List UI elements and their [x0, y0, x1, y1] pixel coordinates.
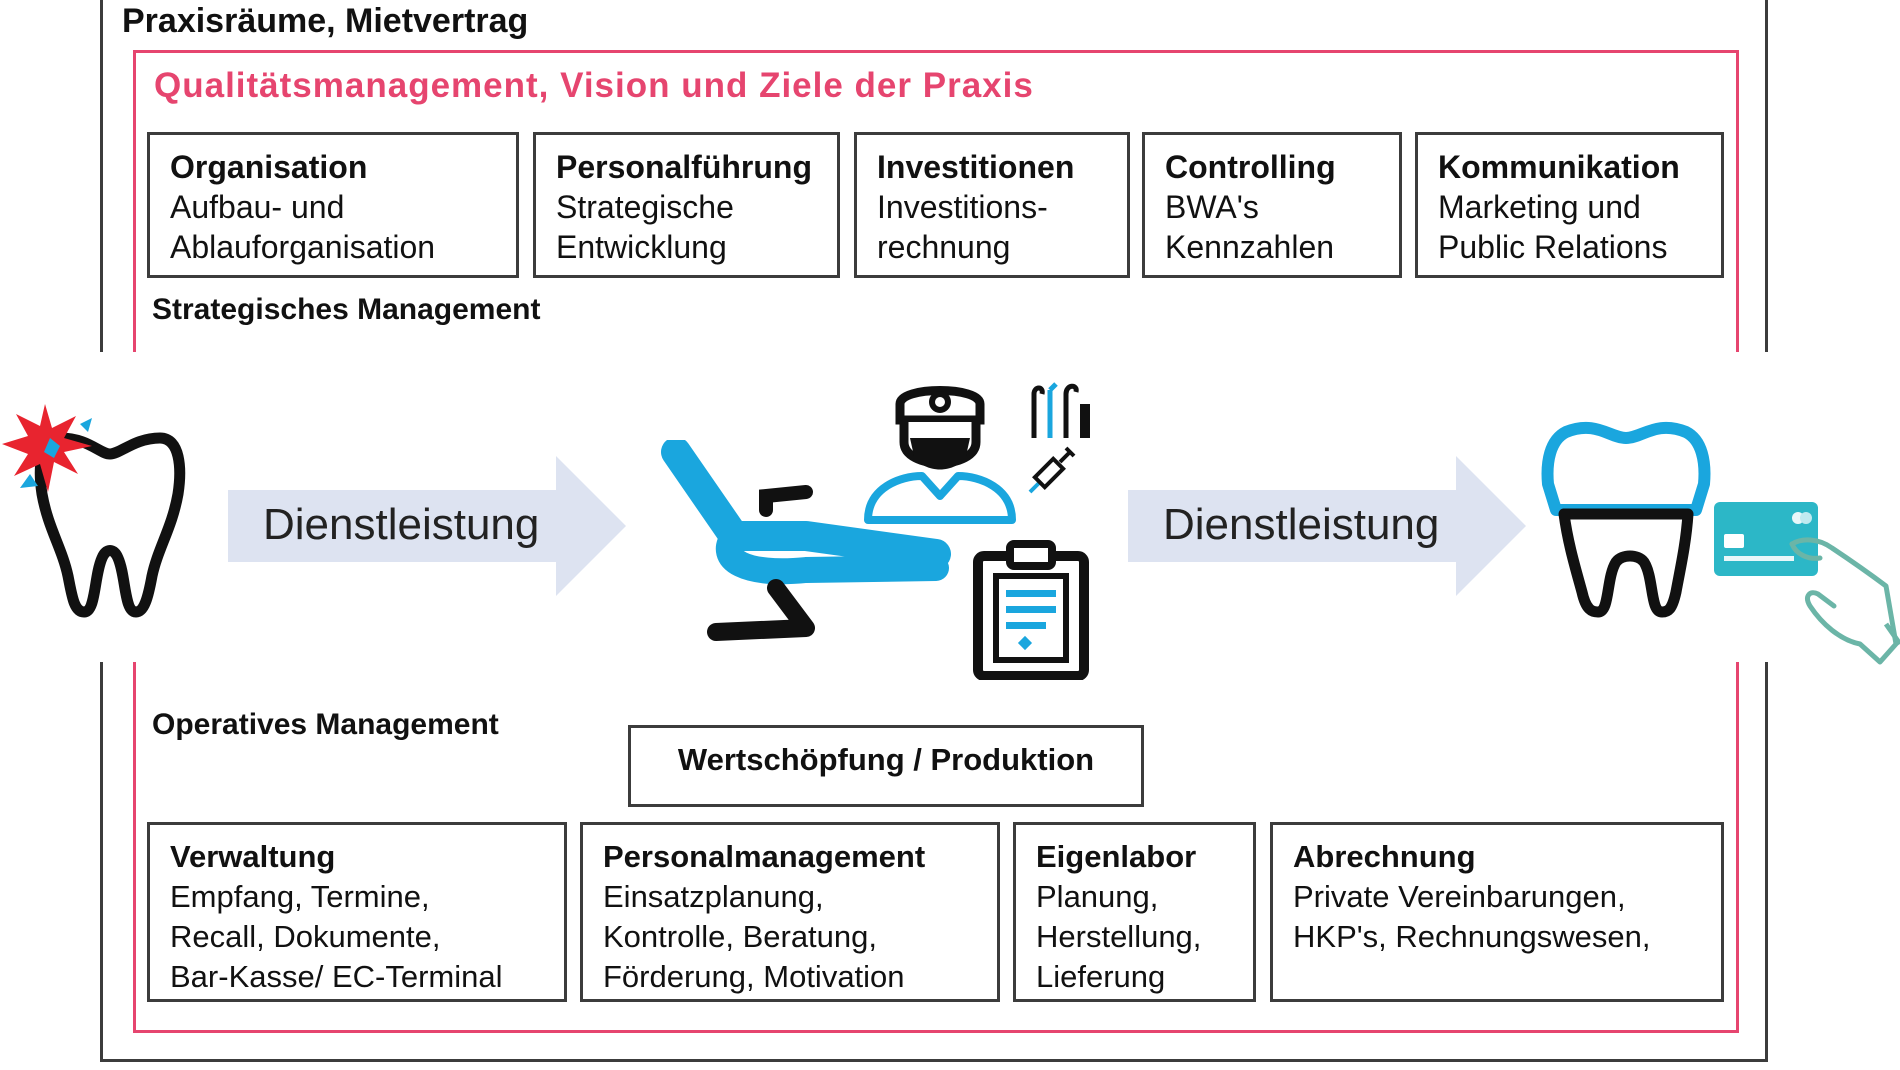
service-arrow-right-label: Dienstleistung [1163, 500, 1440, 549]
box-head: Verwaltung [170, 839, 336, 874]
strategic-box-controlling: Controlling BWA's Kennzahlen [1142, 132, 1402, 278]
box-head: Personalmanagement [603, 839, 926, 874]
outer-title: Praxisräume, Mietvertrag [122, 2, 529, 40]
box-head: Controlling [1165, 149, 1336, 185]
dental-chair-icon [661, 440, 951, 641]
value-creation-box: Wertschöpfung / Produktion [628, 725, 1144, 807]
box-head: Organisation [170, 149, 368, 185]
strategic-label: Strategisches Management [152, 293, 541, 326]
quality-title: Qualitätsmanagement, Vision und Ziele de… [154, 66, 1034, 105]
box-body: Einsatzplanung, Kontrolle, Beratung, För… [603, 879, 905, 994]
service-arrow-left [228, 456, 626, 596]
box-body: Private Vereinbarungen, HKP's, Rechnungs… [1293, 879, 1651, 954]
operative-label: Operatives Management [152, 708, 499, 741]
crowned-tooth-icon [1541, 421, 1711, 618]
box-head: Eigenlabor [1036, 839, 1197, 874]
card-payment-icon [1714, 502, 1900, 665]
box-body: Planung, Herstellung, Lieferung [1036, 879, 1202, 994]
operative-box-abrechnung: Abrechnung Private Vereinbarungen, HKP's… [1270, 822, 1724, 1002]
box-head: Personalführung [556, 149, 813, 185]
strategic-box-kommunikation: Kommunikation Marketing und Public Relat… [1415, 132, 1724, 278]
strategic-box-organisation: Organisation Aufbau- und Ablauforganisat… [147, 132, 519, 278]
painful-tooth-icon [2, 404, 186, 618]
service-arrow-left-label: Dienstleistung [263, 500, 540, 549]
box-body: BWA's Kennzahlen [1165, 189, 1335, 265]
operative-box-verwaltung: Verwaltung Empfang, Termine, Recall, Dok… [147, 822, 567, 1002]
box-body: Aufbau- und Ablauforganisation [170, 189, 436, 265]
box-body: Marketing und Public Relations [1438, 189, 1668, 265]
operative-box-eigenlabor: Eigenlabor Planung, Herstellung, Lieferu… [1013, 822, 1256, 1002]
box-body: Strategische Entwicklung [556, 189, 734, 265]
service-arrow-right [1128, 456, 1526, 596]
box-head: Abrechnung [1293, 839, 1476, 874]
box-head: Kommunikation [1438, 149, 1680, 185]
box-head: Investitionen [877, 149, 1075, 185]
operative-box-personalmanagement: Personalmanagement Einsatzplanung, Kontr… [580, 822, 1000, 1002]
clipboard-icon [973, 540, 1089, 680]
dental-tools-icon [1031, 382, 1090, 438]
syringe-icon [1028, 446, 1076, 494]
box-body: Empfang, Termine, Recall, Dokumente, Bar… [170, 879, 503, 994]
box-body: Investitions- rechnung [877, 189, 1048, 265]
dentist-icon [864, 386, 1016, 524]
strategic-box-personalfuehrung: Personalführung Strategische Entwicklung [533, 132, 840, 278]
strategic-box-investitionen: Investitionen Investitions- rechnung [854, 132, 1130, 278]
